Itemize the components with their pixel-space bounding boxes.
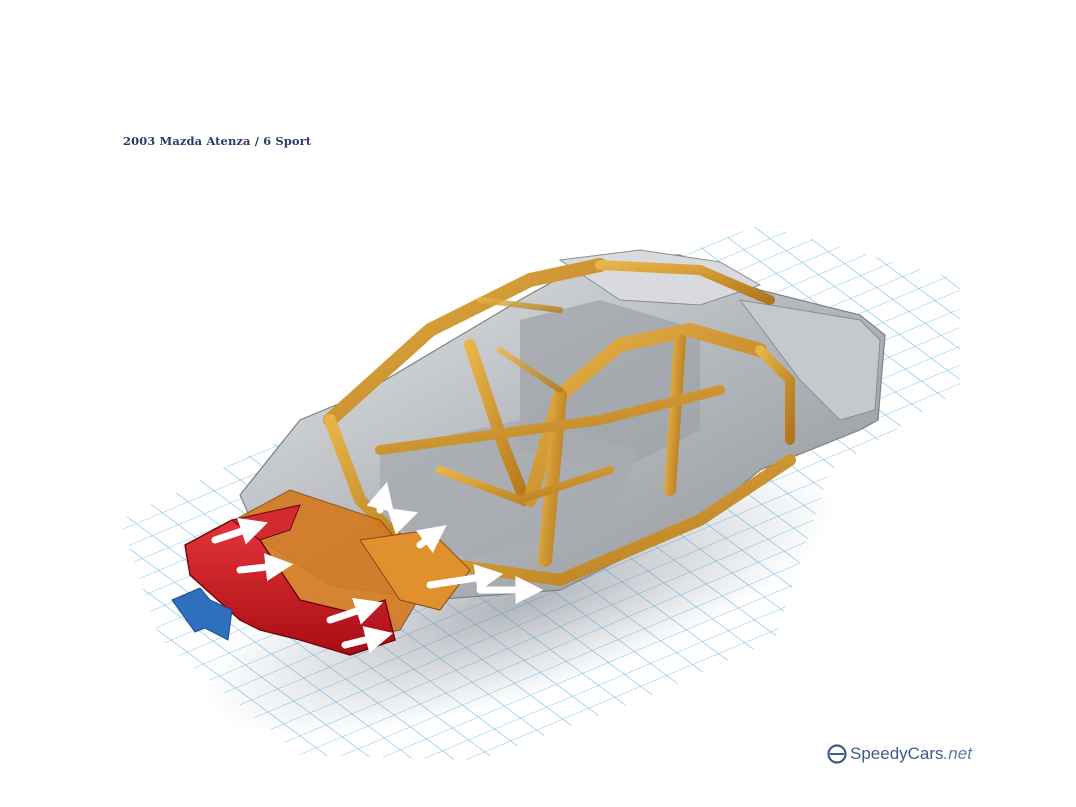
image-caption: 2003 Mazda Atenza / 6 Sport	[123, 134, 312, 148]
impact-direction-arrow	[171, 587, 233, 641]
speedycars-e-icon	[827, 744, 847, 764]
load-path-arrows	[211, 481, 544, 654]
logo-tld: .net	[943, 744, 972, 763]
logo-text: SpeedyCars	[850, 744, 944, 763]
speedycars-logo: SpeedyCars .net	[826, 742, 972, 766]
